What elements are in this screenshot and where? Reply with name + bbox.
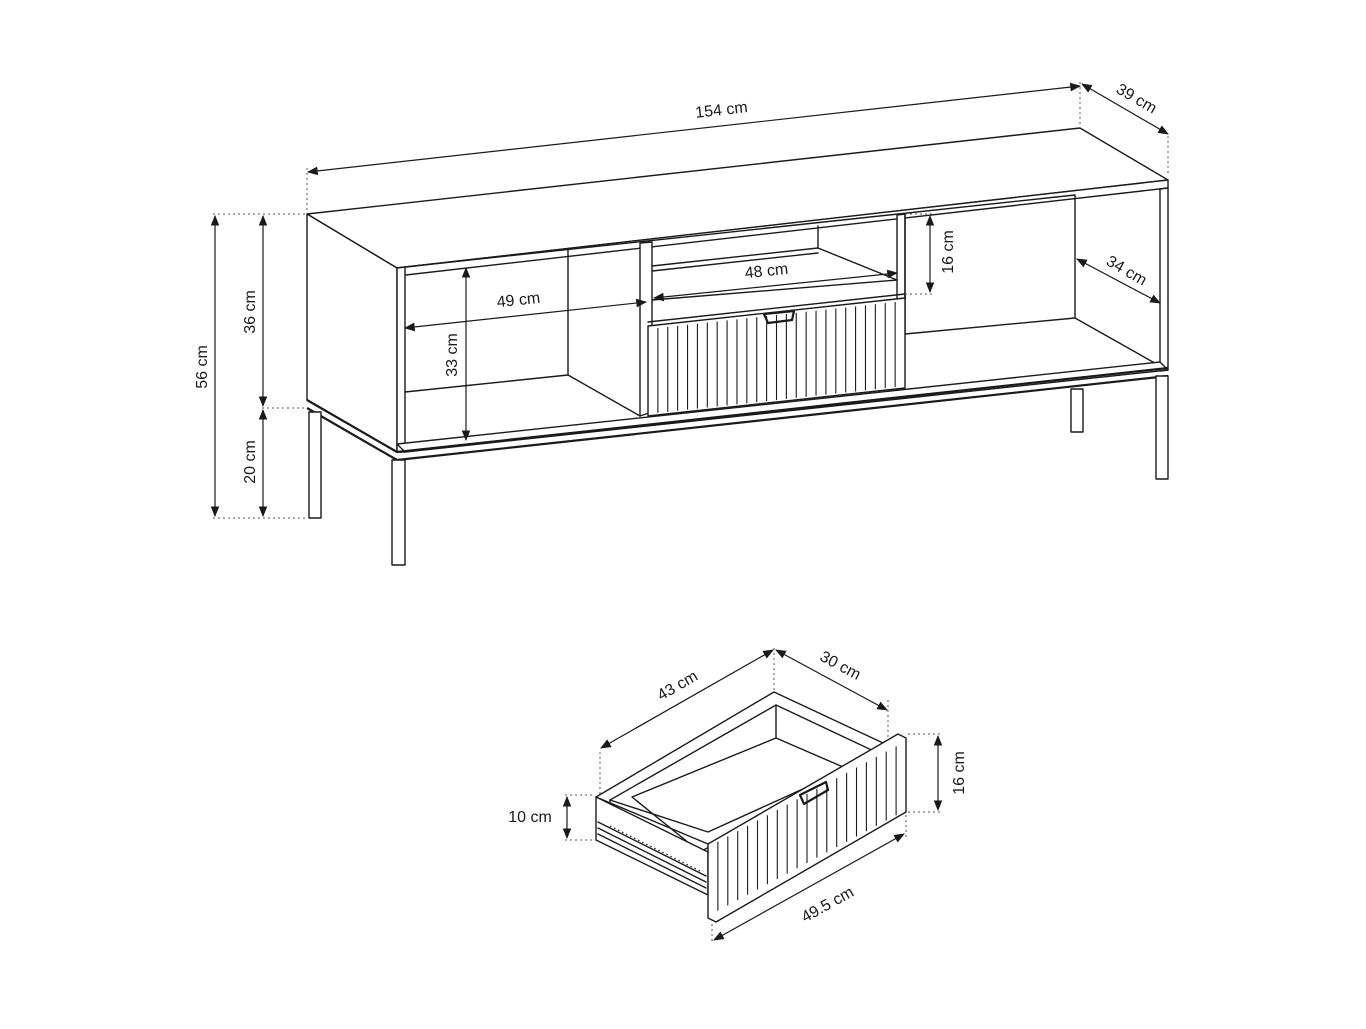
- drawer-runner-dots: [609, 825, 701, 872]
- dim-total-height-label: 56 cm: [194, 345, 211, 389]
- left-compartment-floor: [567, 374, 641, 417]
- dim-leg-height-label: 20 cm: [242, 440, 259, 484]
- dim-middle-width-label: 48 cm: [744, 261, 789, 282]
- cabinet-front-left-edge: [396, 266, 406, 453]
- dim-compartment-width-label: 49 cm: [496, 290, 541, 312]
- leg-back-right: [1070, 388, 1084, 433]
- leg-back-left: [308, 411, 322, 519]
- dim-shelf-height-label: 16 cm: [940, 230, 957, 274]
- dim-drawer-box-height-label: 10 cm: [508, 809, 552, 826]
- dim-drawer-front-height-label: 16 cm: [951, 751, 968, 795]
- cabinet-drawer-ribs: [657, 302, 896, 413]
- cabinet-right-side: [1159, 187, 1169, 372]
- middle-shelf-front: [651, 252, 819, 272]
- dim-drawer-length-label: 43 cm: [655, 668, 701, 705]
- right-compartment-floor: [904, 317, 1076, 335]
- dim-body-height-label: 36 cm: [242, 290, 259, 334]
- dim-width-label: 154 cm: [694, 99, 748, 122]
- drawer-runner: [597, 821, 707, 889]
- dim-drawer-front-width-label: 49.5 cm: [799, 884, 857, 926]
- dim-drawer-depth-label: 30 cm: [817, 648, 863, 683]
- dim-depth-label: 39 cm: [1113, 81, 1159, 118]
- drawer: [595, 691, 907, 923]
- leg-front-right: [1155, 375, 1169, 480]
- cabinet-drawer-handle: [762, 309, 796, 325]
- leg-front-left: [391, 459, 406, 566]
- dim-inner-depth-label: 34 cm: [1103, 253, 1149, 290]
- tv-cabinet: [306, 127, 1169, 566]
- dim-compartment-height-label: 33 cm: [444, 333, 461, 377]
- cabinet-bottom-panel: [396, 361, 1169, 453]
- cabinet-back-panel: [404, 194, 1161, 367]
- drawer-handle: [798, 780, 830, 806]
- partition-right: [896, 213, 906, 302]
